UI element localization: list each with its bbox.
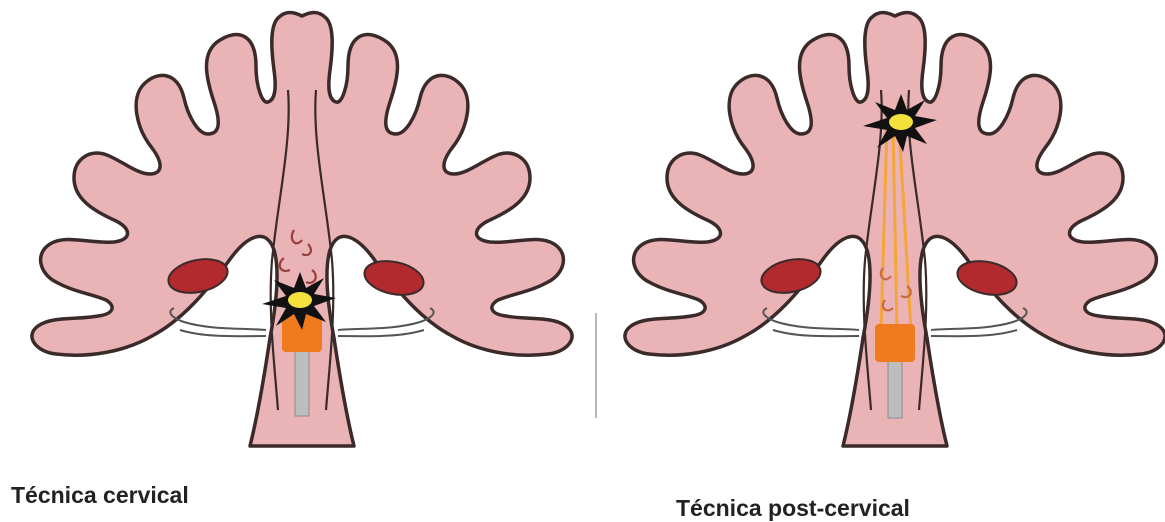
cervical-technique-panel — [32, 13, 572, 447]
catheter — [295, 350, 309, 416]
catheter — [888, 360, 902, 418]
post-cervical-technique-panel — [625, 13, 1165, 447]
cervical-technique-caption: Técnica cervical — [11, 482, 189, 509]
post-cervical-technique-caption: Técnica post-cervical — [676, 495, 910, 522]
insemination-device — [875, 324, 915, 362]
